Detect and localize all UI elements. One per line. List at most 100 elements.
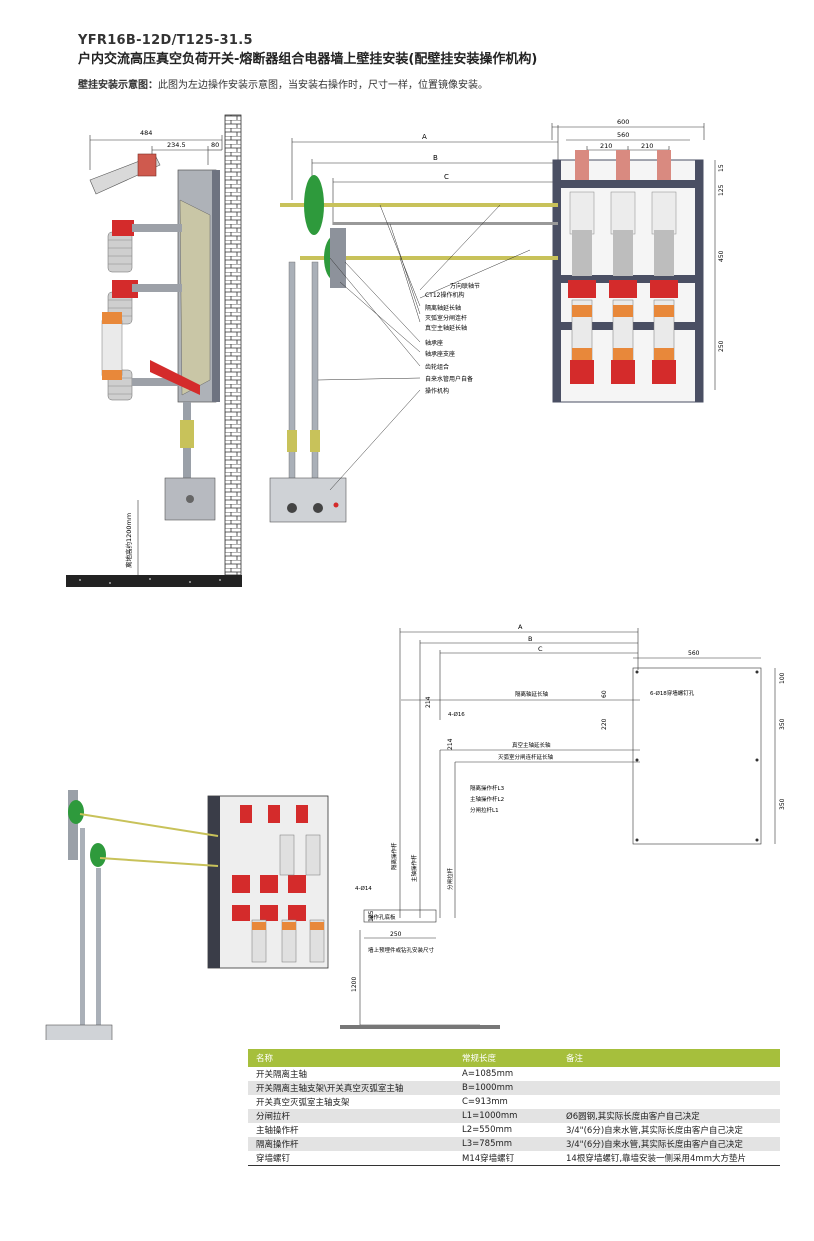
label-rod-l3: 隔离操作杆L3	[470, 784, 505, 792]
dim-15: 15	[718, 164, 725, 172]
operating-mechanism	[269, 477, 347, 523]
callout-main-ext-shaft: 真空主轴延长轴	[425, 324, 467, 332]
model-title: YFR16B-12D/T125-31.5	[78, 33, 253, 48]
table-cell: C=913mm	[462, 1097, 508, 1107]
table-cell: 3/4"(6分)自来水管,其实际长度由客户自己决定	[566, 1126, 743, 1136]
fig2-dim-125: 125	[368, 910, 375, 922]
dim-80: 80	[211, 141, 219, 149]
table-cell: 开关隔离主轴	[256, 1070, 308, 1080]
fig2-dim-220: 220	[601, 718, 608, 730]
fig2-dim-350-top: 350	[779, 718, 786, 730]
dim-C: C	[444, 173, 449, 181]
label-main-rod: 主轴操作杆	[410, 854, 418, 882]
table-cell: 穿墙螺钉	[248, 1151, 454, 1166]
col-length: 常规长度	[454, 1049, 558, 1067]
fig2-dim-B: B	[528, 635, 532, 643]
table-cell: 分闸拉杆	[248, 1109, 454, 1123]
dim-250: 250	[718, 340, 725, 352]
fig2-dim-214-upper: 214	[425, 696, 432, 708]
dim-560: 560	[617, 131, 629, 139]
callout-operating-mechanism: 操作机构	[425, 387, 449, 395]
col-note: 备注	[558, 1049, 780, 1067]
fig2-dim-350-bottom: 350	[779, 798, 786, 810]
label-arc-ext-shaft: 灭弧室分闸连杆延长轴	[498, 753, 554, 761]
floor	[66, 575, 242, 587]
main-shaft	[300, 256, 558, 260]
dim-484: 484	[140, 129, 152, 137]
side-fuse	[101, 317, 123, 379]
callout-water-pipe: 自来水管用户自备	[425, 375, 473, 383]
label-4-d16: 4-Ø16	[448, 711, 465, 718]
col-name: 名称	[248, 1049, 454, 1067]
fig2-dim-100: 100	[779, 672, 786, 684]
pole-phase-1	[568, 150, 596, 384]
rod-length-table: 名称 常规长度 备注 开关隔离主轴 A=1085mm 开关隔离主轴支架\开关真空灭…	[248, 1049, 780, 1166]
table-cell: L2=550mm	[462, 1125, 513, 1135]
figure-installation-dimensions: A B C 560 100 350 350 60 220 214 214 125…	[45, 623, 786, 1040]
table-row: 开关隔离主轴 A=1085mm	[248, 1067, 780, 1081]
fig2-dim-560: 560	[688, 650, 700, 657]
label-rod-l2: 主轴操作杆L2	[470, 795, 504, 803]
isolation-shaft	[280, 203, 558, 207]
fig2-dim-60: 60	[601, 690, 608, 698]
brick-wall	[224, 114, 242, 576]
dim-B: B	[433, 154, 438, 162]
pole-phase-2	[609, 150, 637, 384]
table-cell: B=1000mm	[454, 1081, 558, 1095]
label-iso-ext-shaft: 隔离轴延长轴	[515, 690, 549, 698]
table-cell: M14穿墙螺钉	[454, 1151, 558, 1166]
table-cell: 隔离操作杆	[248, 1137, 454, 1151]
dim-210-right: 210	[641, 142, 653, 150]
table-cell: 3/4"(6分)自来水管,其实际长度由客户自己决定	[558, 1137, 780, 1151]
floor-height-label: 离地高约1200mm	[124, 513, 133, 568]
dim-234-5: 234.5	[167, 141, 186, 149]
table-cell	[558, 1095, 780, 1109]
iso-mechanism-box	[45, 1024, 113, 1040]
dim-600: 600	[617, 118, 629, 126]
callout-bearing-bracket: 轴承座支座	[425, 350, 455, 358]
note-text: 此图为左边操作安装示意图，当安装右操作时，尺寸一样，位置镜像安装。	[158, 80, 488, 91]
table-row: 主轴操作杆 L2=550mm 3/4"(6分)自来水管,其实际长度由客户自己决定	[248, 1123, 780, 1137]
table-cell	[558, 1067, 780, 1081]
table-cell: 开关隔离主轴支架\开关真空灭弧室主轴	[248, 1081, 454, 1095]
dim-125: 125	[718, 184, 725, 196]
page-title: 户内交流高压真空负荷开关-熔断器组合电器墙上壁挂安装(配壁挂安装操作机构)	[78, 52, 538, 67]
callout-gear-assembly: 齿轮组合	[425, 363, 449, 371]
install-note: 壁挂安装示意图：此图为左边操作安装示意图，当安装右操作时，尺寸一样，位置镜像安装…	[78, 76, 488, 91]
table-cell: 14根穿墙螺钉,靠墙安装一侧采用4mm大方垫片	[558, 1151, 780, 1166]
table-cell: Ø6圆钢,其实际长度由客户自己决定	[558, 1109, 780, 1123]
figure-wall-mount-views: 484 234.5 80 离地高约1200mm A B C	[66, 114, 725, 587]
fig2-dim-250: 250	[390, 931, 402, 938]
table-cell	[558, 1081, 780, 1095]
note-label: 壁挂安装示意图：	[78, 80, 158, 91]
side-red-clamp	[112, 220, 134, 236]
callout-arc-open-link: 灭弧室分闸连杆	[425, 314, 467, 322]
fig2-dim-C: C	[538, 645, 543, 653]
label-wall-embed: 墙上预埋件或钻孔安装尺寸	[368, 946, 435, 954]
pole-phase-3	[650, 150, 678, 384]
dim-450: 450	[718, 250, 725, 262]
iso-bracket	[68, 790, 78, 860]
table-cell: A=1085mm	[462, 1069, 514, 1079]
label-open-rod: 分闸拉杆	[446, 867, 454, 890]
table-cell: 主轴操作杆	[256, 1126, 299, 1136]
dim-A: A	[422, 133, 427, 141]
fig2-dim-214-lower: 214	[447, 738, 454, 750]
gear-upper	[304, 175, 324, 235]
dim-210-left: 210	[600, 142, 612, 150]
table-cell: L3=785mm	[454, 1137, 558, 1151]
label-rod-l1: 分闸拉杆L1	[470, 806, 499, 814]
mech-base-plate	[363, 909, 437, 923]
label-4-d14: 4-Ø14	[355, 885, 372, 892]
callout-universal-joint: 万向联轴节	[450, 282, 480, 290]
callout-ct12-mechanism: CT12操作机构	[425, 291, 465, 299]
label-main-ext-shaft: 真空主轴延长轴	[512, 741, 551, 749]
fig2-dim-A: A	[518, 623, 523, 631]
label-wall-bolt-holes: 6-Ø18穿墙螺钉孔	[650, 689, 695, 697]
label-iso-rod: 隔离操作杆	[390, 842, 398, 870]
